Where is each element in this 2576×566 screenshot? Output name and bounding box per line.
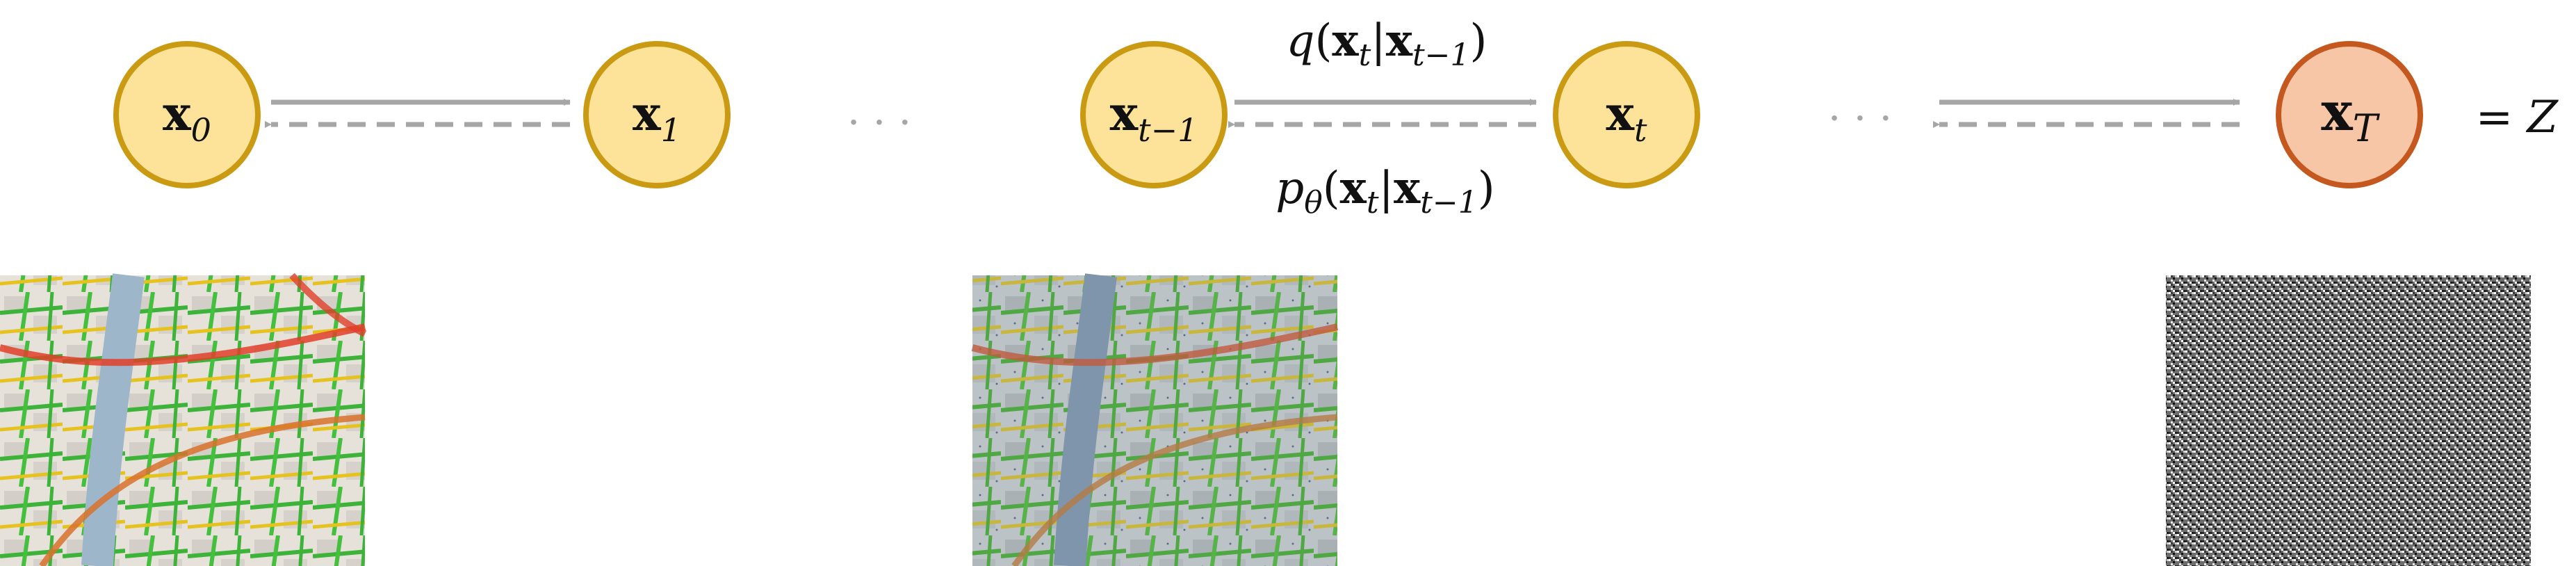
- node-label-base: x: [1110, 86, 1139, 142]
- node-x1: x1: [583, 41, 731, 188]
- node-x0: x0: [113, 41, 261, 188]
- arrow-pair-to-xT: [1933, 99, 2240, 128]
- node-label-sub: t−1: [1138, 111, 1198, 149]
- node-label: xt: [1606, 86, 1647, 149]
- node-xt: xt: [1553, 41, 1700, 188]
- node-circle: [583, 41, 731, 188]
- node-label: xt−1: [1110, 86, 1198, 149]
- node-label-base: x: [163, 86, 191, 142]
- node-label-sub: t: [1634, 111, 1647, 149]
- node-label-sub: 0: [191, 111, 211, 149]
- arrow-pair-x0-x1: [265, 99, 571, 128]
- node-label-sub: T: [2353, 106, 2381, 150]
- node-label: x1: [633, 86, 681, 149]
- node-label: x0: [163, 86, 211, 149]
- node-circle: [2276, 41, 2423, 188]
- node-xt1: xt−1: [1080, 41, 1228, 188]
- node-label-base: x: [633, 86, 661, 142]
- node-circle: [1553, 41, 1700, 188]
- node-label-base: x: [2321, 81, 2353, 143]
- reverse-process-label: pθ(xt|xt−1): [1275, 162, 1495, 220]
- forward-process-label: q(xt|xt−1): [1286, 15, 1487, 73]
- node-label: xT: [2321, 81, 2380, 150]
- equals-z-label: = Z: [2476, 92, 2559, 143]
- image-clean-map: [0, 273, 367, 566]
- node-label-base: x: [1606, 86, 1634, 142]
- node-circle: [1080, 41, 1228, 188]
- arrow-pair-xt1-xt: [1228, 99, 1537, 128]
- image-noisy-map: [971, 273, 1339, 566]
- image-pure-noise: [2166, 275, 2531, 566]
- node-xT: xT: [2276, 41, 2423, 188]
- node-label-sub: 1: [661, 111, 681, 149]
- ellipsis-1: · · ·: [847, 99, 911, 146]
- ellipsis-2: · · ·: [1828, 95, 1892, 142]
- node-circle: [113, 41, 261, 188]
